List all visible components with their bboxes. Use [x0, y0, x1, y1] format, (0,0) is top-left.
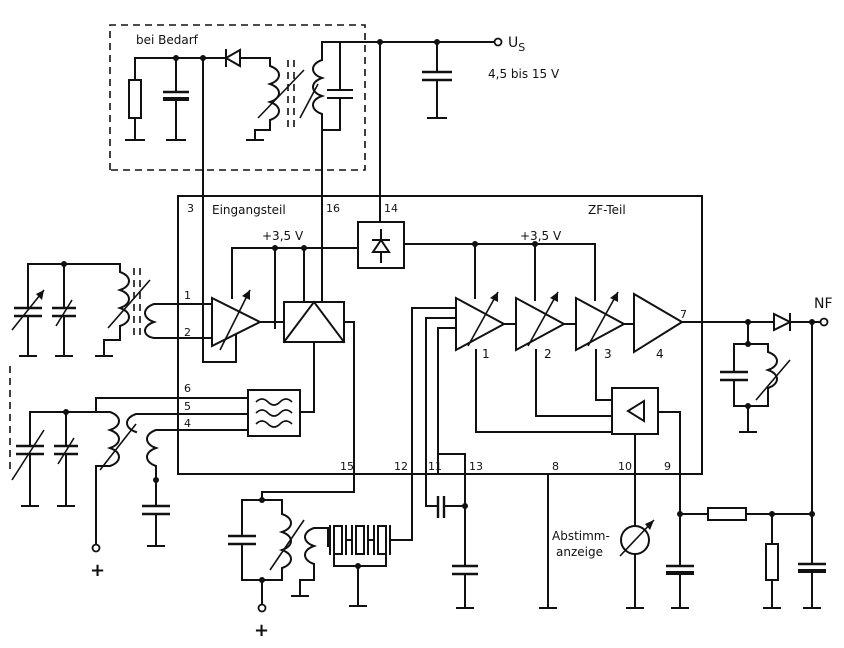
input-amplifier [211, 289, 263, 363]
supply-symbol: US [508, 35, 525, 54]
svg-text:1: 1 [184, 289, 191, 302]
ic-package [177, 195, 703, 475]
svg-text:3: 3 [187, 202, 194, 215]
indicator-driver [611, 387, 659, 435]
svg-text:15: 15 [340, 460, 354, 473]
stage-4-label: 4 [656, 347, 664, 361]
oscillator-circuit [11, 397, 179, 553]
optional-block-label: bei Bedarf [136, 33, 199, 47]
detector-block [357, 221, 405, 269]
svg-text:5: 5 [184, 400, 191, 413]
antenna-circuit [11, 261, 179, 357]
stage-1-label: 1 [482, 347, 490, 361]
optional-block: bei Bedarf [109, 24, 366, 199]
supply: US 4,5 bis 15 V [321, 35, 560, 221]
svg-text:6: 6 [184, 382, 191, 395]
svg-text:9: 9 [664, 460, 671, 473]
plus-left-label: + [90, 560, 105, 581]
diode [223, 48, 241, 68]
stage-2-label: 2 [544, 347, 552, 361]
svg-text:7: 7 [680, 308, 687, 321]
capacitor [163, 97, 189, 101]
svg-text:11: 11 [428, 460, 442, 473]
input-section-label: Eingangsteil [212, 203, 286, 217]
indicator-label-2: anzeige [556, 545, 603, 559]
if-amp-4: 4 [633, 292, 684, 361]
stage-3-label: 3 [604, 347, 612, 361]
oscillator-block [247, 389, 301, 437]
if-section-label: ZF-Teil [588, 203, 626, 217]
if-amp-3: 3 [575, 291, 627, 361]
svg-text:4: 4 [184, 417, 191, 430]
resistor [707, 507, 747, 521]
svg-text:16: 16 [326, 202, 340, 215]
svg-text:13: 13 [469, 460, 483, 473]
resistor [765, 543, 779, 581]
supply-range: 4,5 bis 15 V [488, 67, 560, 81]
svg-text:14: 14 [384, 202, 398, 215]
output-label: NF [814, 296, 833, 312]
svg-text:8: 8 [552, 460, 559, 473]
svg-text:12: 12 [394, 460, 408, 473]
tuning-meter [619, 473, 655, 609]
output-stage: NF [701, 296, 833, 515]
svg-text:2: 2 [184, 326, 191, 339]
mixer-block [282, 300, 346, 344]
supply-terminal [493, 37, 503, 47]
rail-left-label: +3,5 V [262, 229, 304, 243]
plus-bottom-label: + [254, 620, 269, 641]
if-amp-1: 1 [455, 291, 507, 361]
indicator-label-1: Abstimm- [552, 529, 610, 543]
rail-right-label: +3,5 V [520, 229, 562, 243]
resistor [128, 79, 142, 119]
svg-text:10: 10 [618, 460, 632, 473]
if-filter-circuit [228, 473, 413, 613]
if-amp-2: 2 [515, 291, 567, 361]
